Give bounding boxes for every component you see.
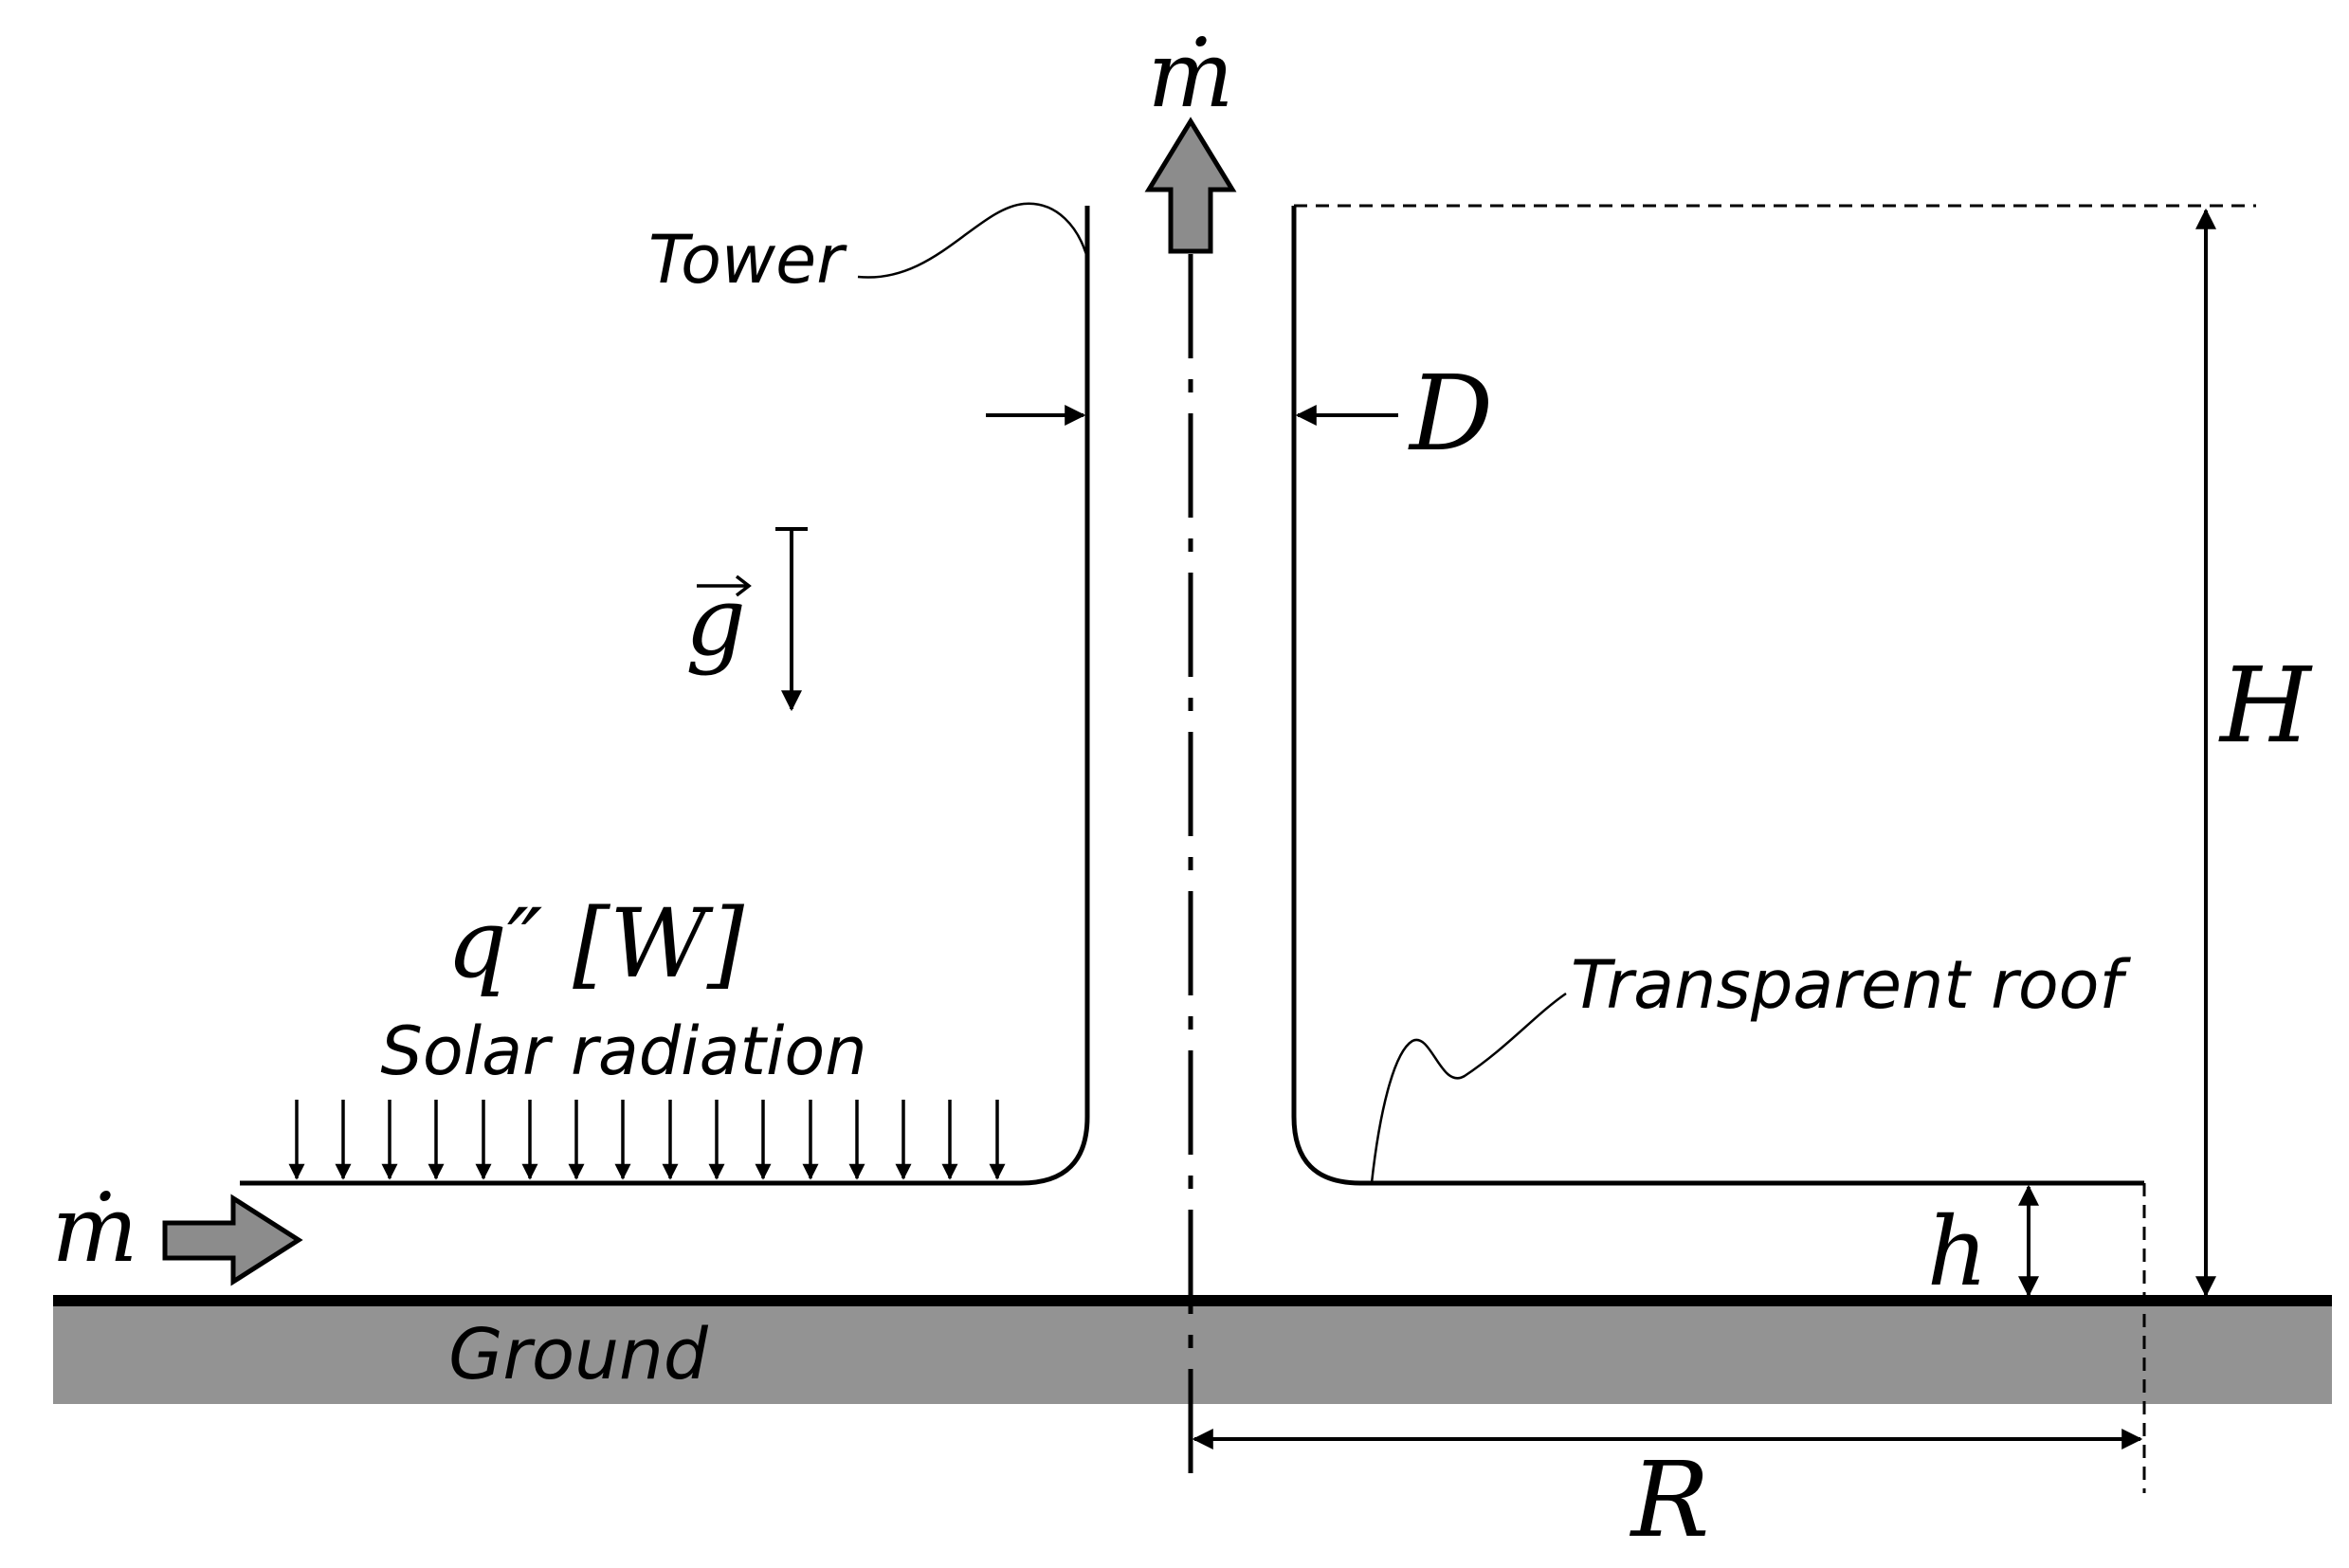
big-h-label: H [2218,645,2313,766]
tower-right-wall-and-roof [1291,206,2144,1186]
tower-label: Tower [648,221,847,299]
tower-leader [857,202,1089,279]
q-symbol-label: q″ [W] [446,888,745,999]
tower-left-wall-and-roof [240,206,1090,1186]
inflow-arrow [162,1194,303,1286]
ground-label: Ground [448,1314,709,1395]
r-label: R [1630,1439,1710,1560]
mdot-top-label: ṁ [1147,22,1233,128]
transparent-roof-label: Transparent roof [1571,946,2132,1024]
solar-radiation-arrows [288,1100,1006,1180]
outflow-arrow [1144,117,1237,254]
solar-radiation-label: Solar radiation [380,1012,866,1090]
d-label: D [1408,353,1493,474]
roof-leader [1370,992,1567,1184]
g-label: g [685,566,746,677]
small-h-label: h [1927,1196,1988,1307]
mdot-left-label: ṁ [51,1176,137,1283]
g-vector-arrow-icon [697,574,752,597]
